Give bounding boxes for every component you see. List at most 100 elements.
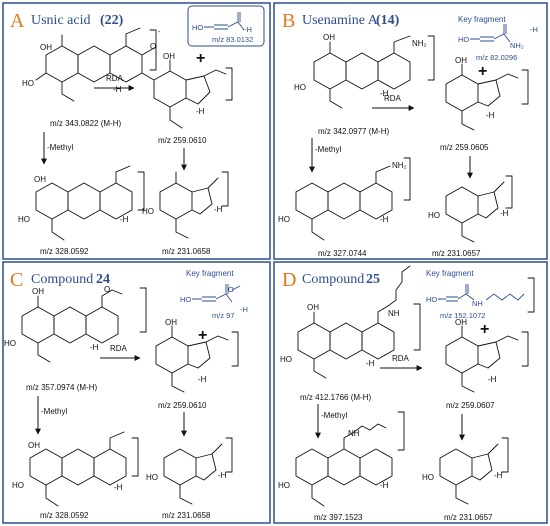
atom-ho: HO	[142, 207, 154, 216]
panel-a-rda-mz: m/z 259.0610	[158, 136, 207, 145]
panel-a-rda-structure: OH -H	[153, 52, 233, 129]
atom-oh: OH	[163, 52, 175, 61]
panel-a-final-structure: HO -H	[142, 171, 229, 239]
panel-b-title: Usenamine A	[302, 13, 379, 28]
atom-h: -H	[380, 481, 389, 490]
atom-h: -H	[380, 215, 389, 224]
panel-b-key-fragment: Key fragment HO NH₂ -H m/z 82.0296	[458, 15, 538, 62]
atom-ho: HO	[294, 83, 306, 92]
panel-b-fragment-mz: m/z 82.0296	[476, 53, 517, 62]
panel-b-methyl-label: -Methyl	[315, 145, 341, 154]
panel-b-letter: B	[282, 10, 295, 32]
atom-h: -H	[494, 471, 503, 480]
panel-c-border	[2, 261, 271, 524]
atom-h: -H	[114, 483, 123, 492]
atom-oh: OH	[32, 287, 44, 296]
atom-nh2: NH₂	[412, 39, 427, 48]
atom-ho: HO	[422, 473, 434, 482]
panel-c-fragment-mz: m/z 97	[212, 311, 235, 320]
atom-oh: OH	[40, 43, 52, 52]
panel-c-methyl-structure: OH HO -H	[12, 431, 139, 507]
panel-b-fragment-label: Key fragment	[458, 15, 506, 24]
panel-c-fragment-label: Key fragment	[186, 269, 234, 278]
panel-d-methyl-label: -Methyl	[321, 411, 347, 420]
panel-b-border	[273, 2, 548, 260]
fragment-h: -H	[530, 25, 538, 34]
atom-o: O	[150, 42, 156, 51]
panel-d-rda-label: RDA	[392, 354, 410, 363]
atom-h: -H	[488, 375, 497, 384]
panel-a-final-mz: m/z 231.0658	[162, 247, 211, 256]
fragment-ho: HO	[180, 295, 191, 304]
atom-h: -H	[120, 215, 129, 224]
panel-c-key-fragment: Key fragment HO O -H m/z 97	[180, 269, 248, 320]
panel-b-rda-label: RDA	[384, 94, 402, 103]
atom-ho: HO	[428, 211, 440, 220]
panel-d-methyl-structure: NH HO -H	[278, 411, 405, 507]
panel-c-parent-mz: m/z 357.0974 (M-H)	[26, 383, 97, 392]
fragment-ho: HO	[458, 35, 469, 44]
panel-d-title: Compound	[302, 272, 364, 287]
panel-c-rda-mz: m/z 259.0610	[158, 401, 207, 410]
panel-b-plus: +	[478, 63, 487, 80]
panel-a-methyl-mz: m/z 328.0592	[40, 247, 89, 256]
atom-ho: HO	[278, 215, 290, 224]
atom-oh: OH	[455, 56, 467, 65]
panel-d-plus: +	[480, 321, 489, 338]
panel-b-final-mz: m/z 231.0657	[432, 249, 481, 258]
panel-a: A Usnic acid (22) HO -H m/z 83.0132 OH O…	[2, 2, 271, 260]
atom-oh: OH	[34, 175, 46, 184]
panel-d-fragment-mz: m/z 152.1072	[440, 311, 485, 320]
atom-h: -H	[380, 89, 389, 98]
atom-h: -H	[366, 359, 375, 368]
panel-a-border	[2, 2, 271, 260]
panel-c-plus: +	[198, 327, 207, 344]
panel-a-methyl-structure: OH HO -H	[18, 165, 145, 241]
atom-h: -H	[90, 343, 99, 352]
panel-d-key-fragment: Key fragment HO NH m/z 152.1072	[426, 269, 535, 320]
fragment-h: -H	[244, 25, 252, 34]
panel-a-key-fragment: HO -H m/z 83.0132	[187, 5, 265, 47]
panel-d-letter: D	[282, 269, 296, 291]
atom-oh: OH	[323, 33, 335, 42]
panel-b: B Usenamine A (14) Key fragment HO NH₂ -…	[273, 2, 548, 260]
panel-d-final-mz: m/z 231.0657	[444, 513, 493, 522]
panel-c-final-structure: HO -H	[146, 437, 233, 505]
panel-b-final-structure: HO -H	[428, 175, 513, 243]
panel-c-letter: C	[10, 269, 23, 291]
panel-d-final-structure: HO -H	[422, 437, 509, 505]
panel-d-parent-structure: NH OH HO -H	[280, 265, 421, 379]
panel-c-rda-label: RDA	[110, 344, 128, 353]
atom-ho: HO	[4, 339, 16, 348]
fragment-ho: HO	[192, 23, 203, 32]
fragment-o: O	[228, 285, 234, 294]
atom-nh2: NH₂	[392, 161, 407, 170]
panel-b-rda-structure: OH -H	[445, 56, 529, 131]
fragment-nh2: NH₂	[510, 41, 524, 50]
panel-b-parent-mz: m/z 342.0977 (M-H)	[318, 127, 389, 136]
atom-oh: OH	[307, 303, 319, 312]
atom-oh: OH	[28, 441, 40, 450]
atom-h: -H	[113, 85, 122, 94]
atom-h: -H	[486, 111, 495, 120]
atom-ho: HO	[280, 355, 292, 364]
atom-o: O	[104, 285, 110, 294]
panel-c-methyl-label: -Methyl	[41, 407, 67, 416]
atom-ho: HO	[22, 79, 34, 88]
fragment-ho: HO	[426, 295, 437, 304]
atom-ho: HO	[12, 481, 24, 490]
charge-mark: -	[158, 29, 161, 36]
atom-oh: OH	[455, 318, 467, 327]
panel-b-methyl-mz: m/z 327.0744	[318, 249, 367, 258]
panel-d-rda-structure: OH -H	[445, 318, 529, 393]
panel-a-parent-structure: OH O -H HO -	[22, 27, 161, 102]
panel-c-final-mz: m/z 231.0658	[162, 511, 211, 520]
panel-c-rda-structure: OH -H	[155, 318, 239, 393]
atom-nh: NH	[388, 309, 400, 318]
panel-d: D Compound 25 Key fragment HO NH m/z 152…	[273, 261, 548, 524]
panel-a-number: (22)	[100, 13, 124, 28]
atom-h: -H	[214, 205, 223, 214]
panel-c-methyl-mz: m/z 328.0592	[40, 511, 89, 520]
panel-d-number: 25	[366, 272, 380, 287]
